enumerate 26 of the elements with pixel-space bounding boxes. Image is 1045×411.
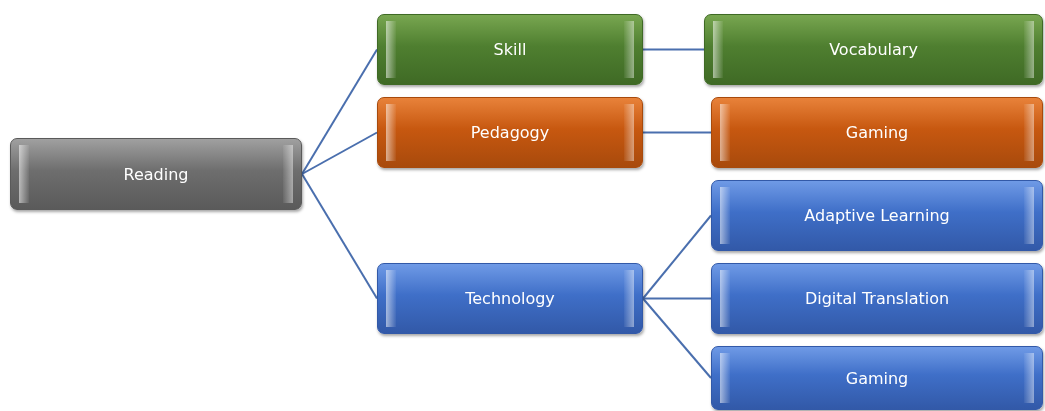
process-box — [711, 263, 1043, 334]
box-label: Skill — [493, 40, 527, 59]
process-box — [711, 180, 1043, 251]
process-box — [711, 97, 1043, 168]
connector-line — [301, 131, 378, 175]
box-label: Digital Translation — [804, 289, 950, 308]
box-label: Gaming — [845, 123, 909, 142]
connector-line — [301, 48, 378, 175]
connector-line — [642, 297, 712, 379]
box-label: Gaming — [845, 368, 909, 388]
connector-line — [301, 173, 378, 300]
box-label: Vocabulary — [829, 40, 918, 59]
box-label: Pedagogy — [470, 123, 550, 142]
process-box — [377, 263, 643, 334]
process-box — [10, 138, 302, 210]
process-box — [377, 14, 643, 85]
process-box — [711, 346, 1043, 410]
box-label: Technology — [465, 289, 555, 308]
connector-line — [642, 48, 705, 51]
box-label: Reading — [123, 164, 189, 184]
connector-line — [642, 214, 712, 300]
box-label: Adaptive Learning — [804, 206, 950, 225]
connector-line — [642, 297, 712, 300]
process-box — [377, 97, 643, 168]
connector-line — [642, 131, 712, 134]
process-box — [704, 14, 1043, 85]
